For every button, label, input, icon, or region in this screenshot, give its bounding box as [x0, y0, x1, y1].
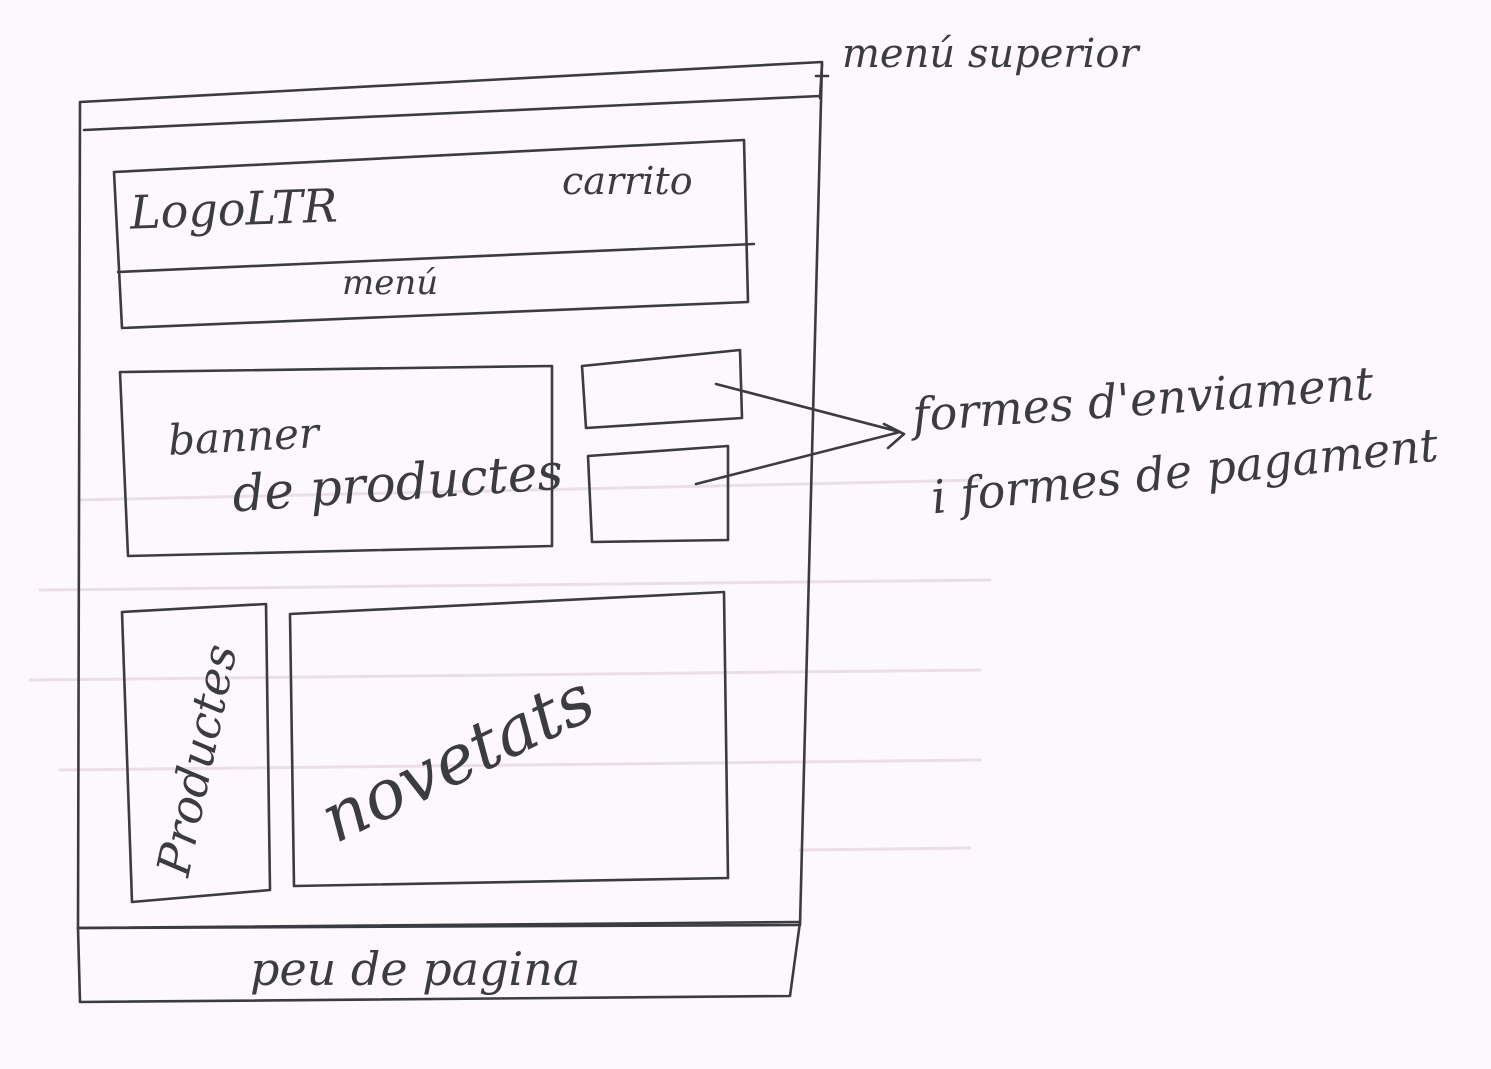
news-box: [288, 590, 730, 888]
annotation-connector-bottom: [694, 430, 902, 486]
shipping-box: [580, 348, 744, 430]
products-column-box: [120, 602, 272, 904]
banner-box: [118, 364, 554, 558]
footer-label: peu de pagina: [250, 942, 581, 996]
top-menu-pointer: [814, 62, 830, 100]
paper-show-through: [28, 478, 992, 852]
footer-box: [76, 920, 802, 1004]
header-divider: [116, 242, 756, 274]
banner-label-line1: banner: [166, 408, 321, 465]
top-menu-label: menú superior: [842, 31, 1139, 77]
payment-box: [586, 444, 730, 544]
top-menu-strip: [82, 94, 822, 132]
logo-label: LogoLTR: [129, 178, 339, 240]
cart-label: carrito: [562, 159, 693, 203]
header-box: [112, 138, 750, 330]
annotation-arrowhead: [882, 422, 906, 450]
menu-label: menú: [342, 263, 439, 303]
annotation-connector-top: [714, 382, 902, 434]
